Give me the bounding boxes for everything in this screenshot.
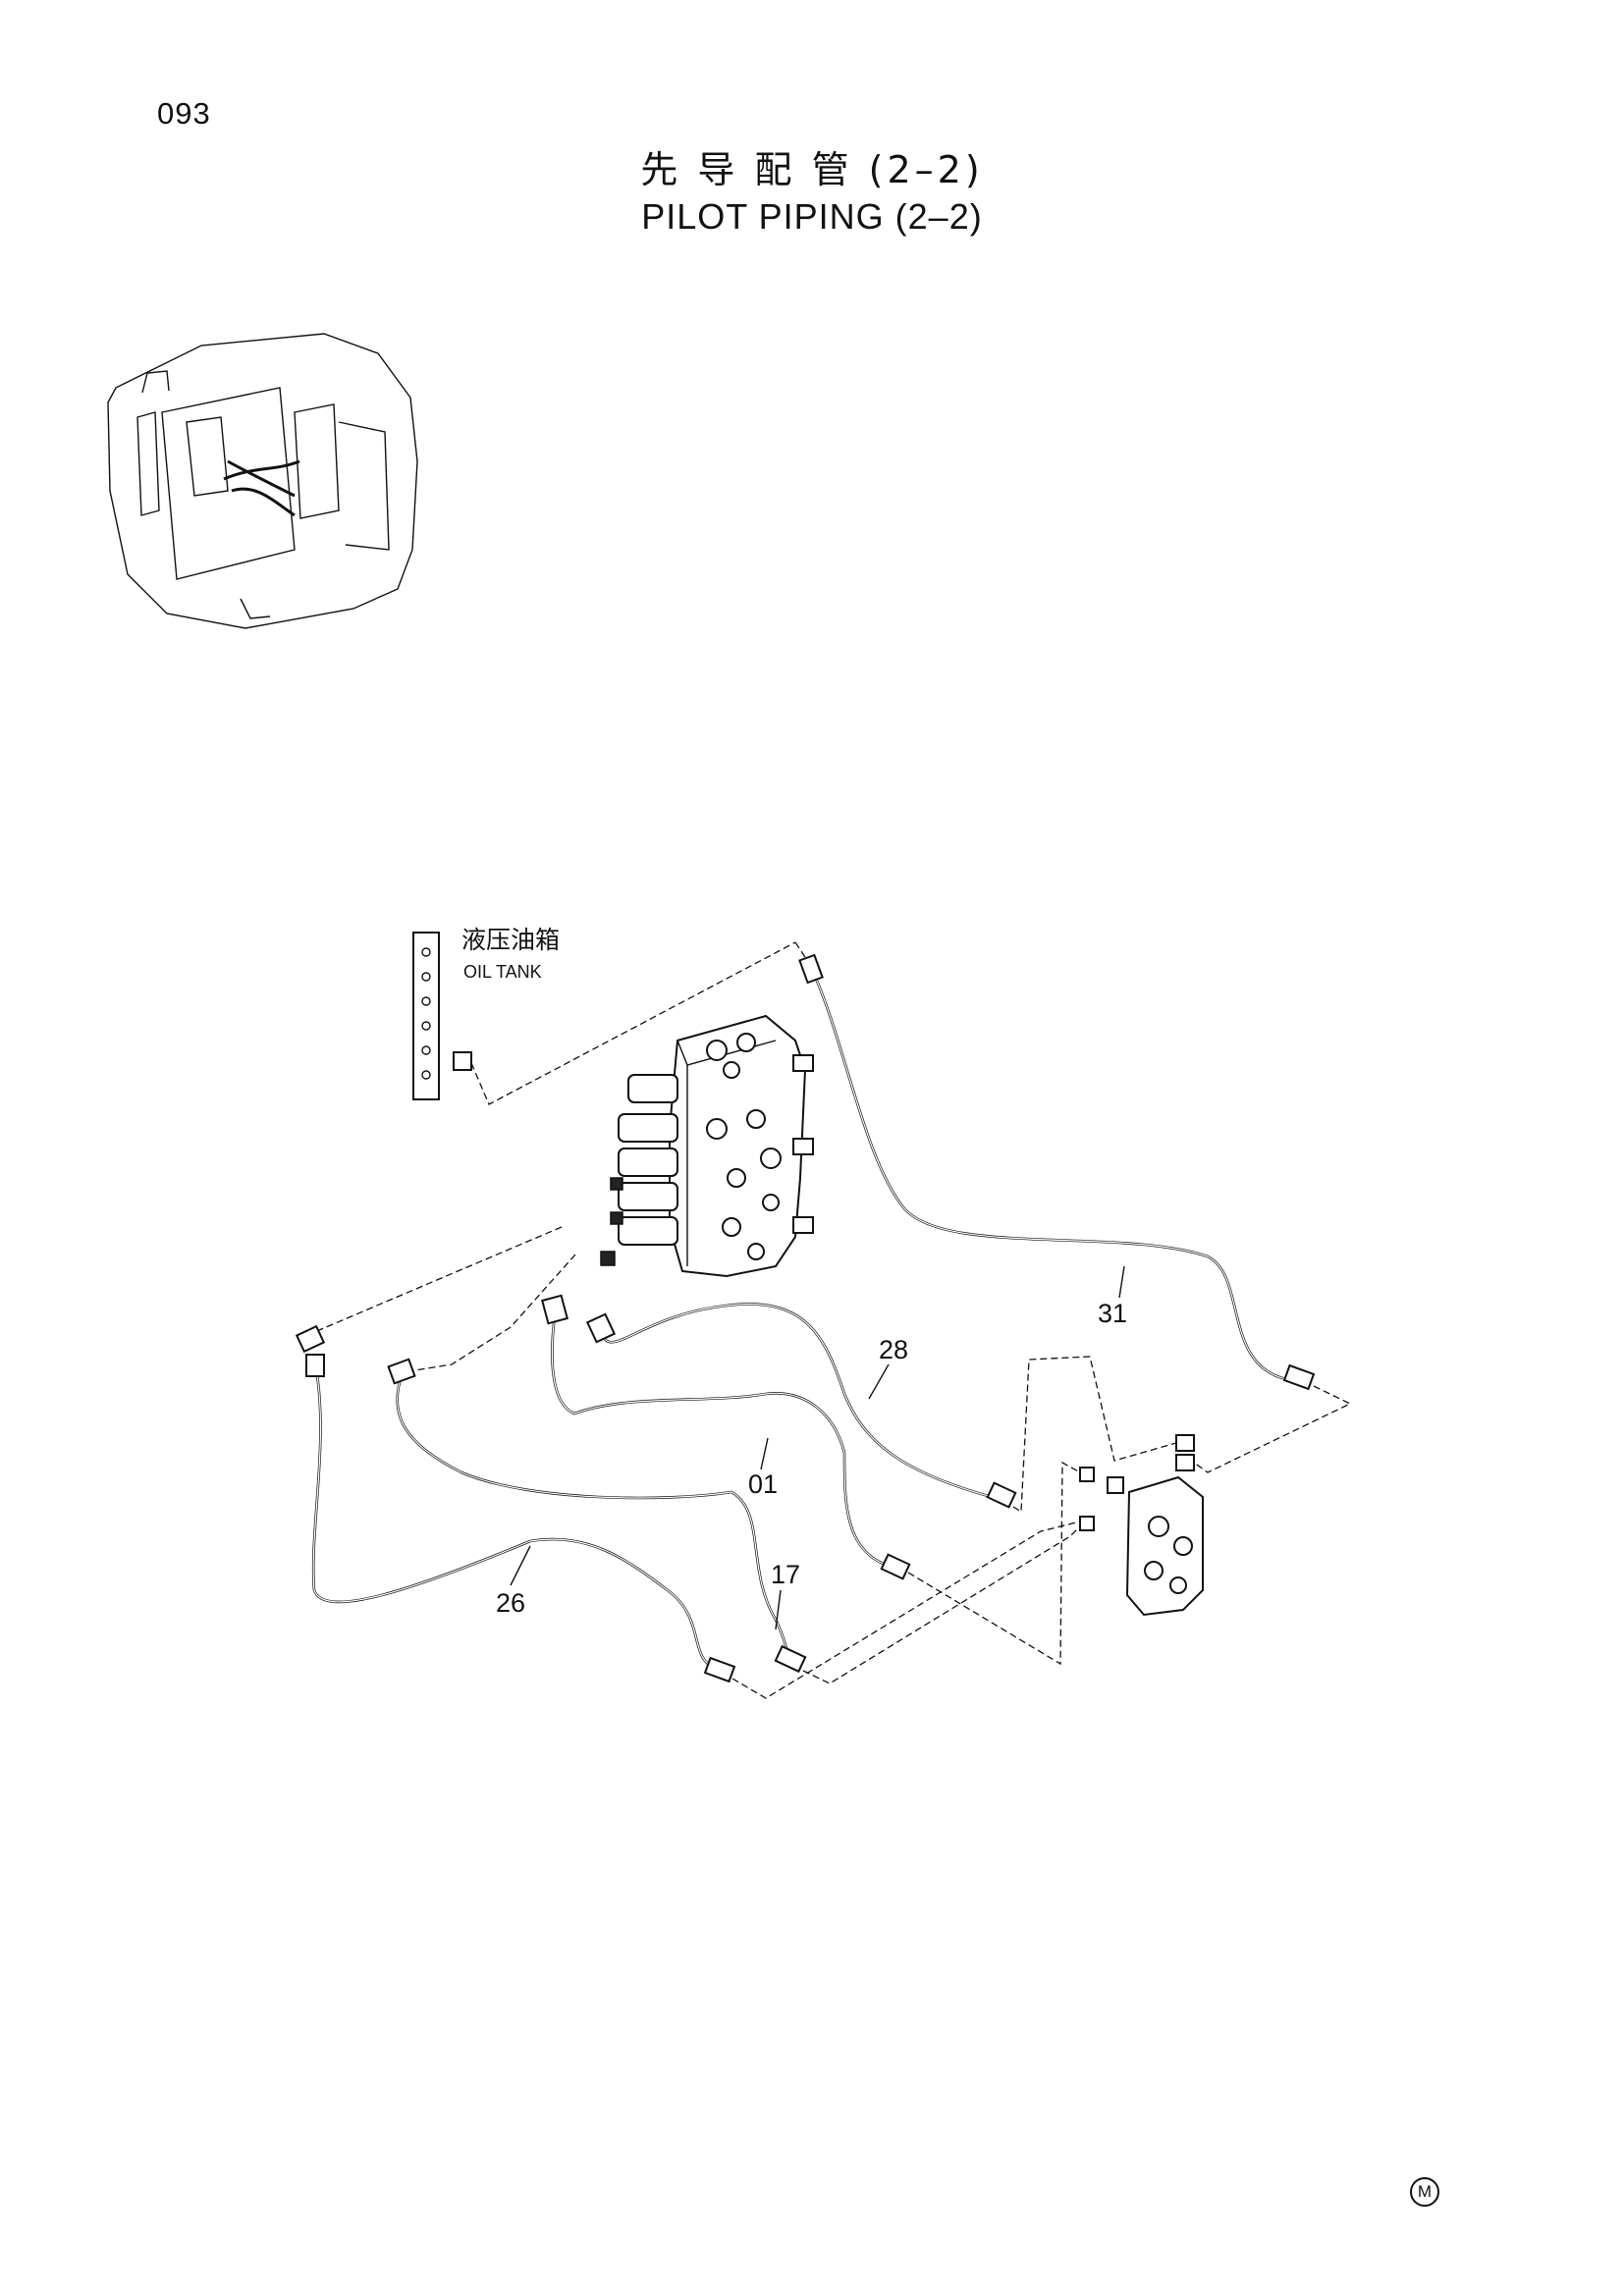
leader-31 <box>1118 1265 1125 1299</box>
callout-26: 26 <box>496 1588 525 1618</box>
leader-17 <box>775 1589 782 1630</box>
title-english: PILOT PIPING (2–2) <box>641 196 983 237</box>
hose-28 <box>585 1303 1177 1514</box>
control-valve <box>600 1014 814 1278</box>
hose-17 <box>387 1254 1081 1684</box>
oil-tank-label-cn: 液压油箱 <box>461 926 560 954</box>
callout-17: 17 <box>771 1560 800 1589</box>
callout-01: 01 <box>748 1469 778 1499</box>
title-chinese: 先 导 配 管 (2–2) <box>640 148 984 191</box>
pilot-valve <box>1079 1434 1204 1617</box>
corner-mark: M <box>1410 2177 1439 2207</box>
page-number: 093 <box>157 96 211 131</box>
hose-26 <box>295 1226 1081 1699</box>
leader-26 <box>510 1545 531 1586</box>
oil-tank-plate <box>412 932 796 1105</box>
oil-tank-label-en: OIL TANK <box>463 962 542 982</box>
callout-28: 28 <box>879 1335 908 1364</box>
hose-01 <box>541 1294 1081 1666</box>
hose-31 <box>794 941 1352 1473</box>
leader-01 <box>760 1437 769 1470</box>
callout-31: 31 <box>1098 1299 1127 1328</box>
machine-overview-icon <box>107 333 418 629</box>
leader-28 <box>868 1363 890 1400</box>
